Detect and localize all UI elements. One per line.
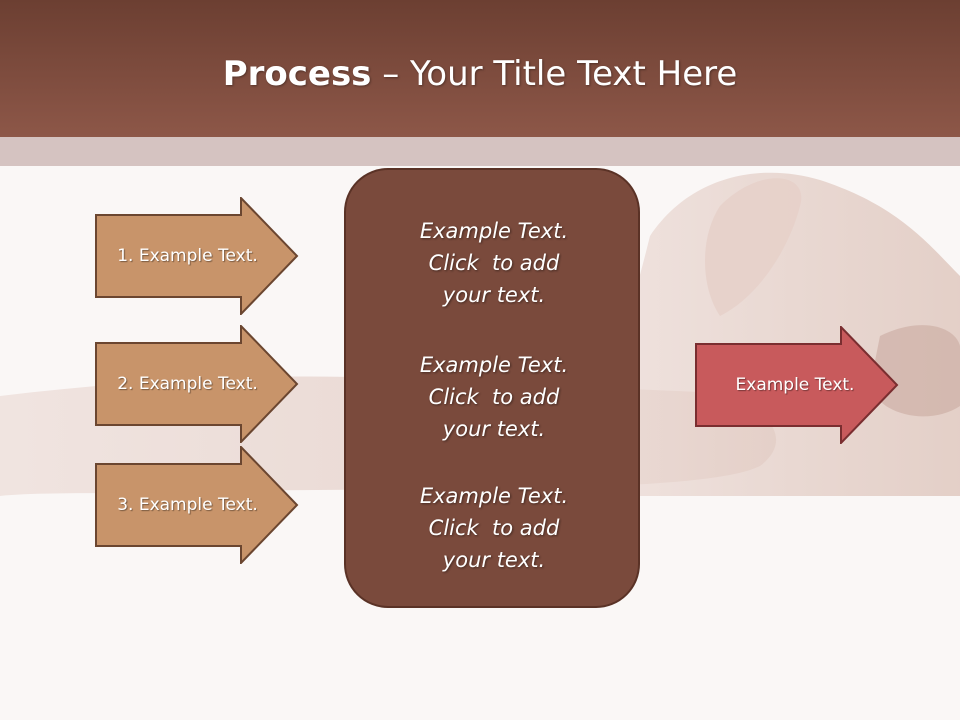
paragraph-line: Example Text. (419, 484, 569, 508)
arrow-shape-icon (95, 446, 299, 564)
paragraph-line: Example Text. (419, 353, 569, 377)
paragraph-line: your text. (442, 283, 546, 307)
title-rest: – Your Title Text Here (371, 54, 738, 94)
paragraph-line: your text. (442, 417, 546, 441)
paragraph-line: Click to add (428, 385, 560, 409)
result-arrow-label: Example Text. (735, 375, 855, 395)
process-arrow-label: 3. Example Text. (117, 495, 258, 515)
process-arrow-1[interactable]: 1. Example Text. (95, 197, 300, 315)
paragraph-line: Click to add (428, 251, 560, 275)
title-bold: Process (222, 54, 372, 94)
paragraph-line: your text. (442, 548, 546, 572)
process-arrow-label: 2. Example Text. (117, 374, 258, 394)
arrow-shape-icon (95, 325, 299, 443)
center-text-box[interactable]: Example Text. Click to add your text. Ex… (344, 168, 640, 608)
center-paragraph-3: Example Text. Click to add your text. (346, 480, 642, 576)
paragraph-line: Example Text. (419, 219, 569, 243)
process-arrow-3[interactable]: 3. Example Text. (95, 446, 300, 564)
arrow-shape-icon (695, 326, 899, 444)
result-arrow[interactable]: Example Text. (695, 326, 900, 444)
center-paragraph-2: Example Text. Click to add your text. (346, 349, 642, 445)
header-subband (0, 137, 960, 166)
process-arrow-2[interactable]: 2. Example Text. (95, 325, 300, 443)
process-arrow-label: 1. Example Text. (117, 246, 258, 266)
arrow-shape-icon (95, 197, 299, 315)
center-paragraph-1: Example Text. Click to add your text. (346, 215, 642, 311)
paragraph-line: Click to add (428, 516, 560, 540)
slide-title: Process – Your Title Text Here (0, 52, 960, 96)
header-bar (0, 0, 960, 137)
